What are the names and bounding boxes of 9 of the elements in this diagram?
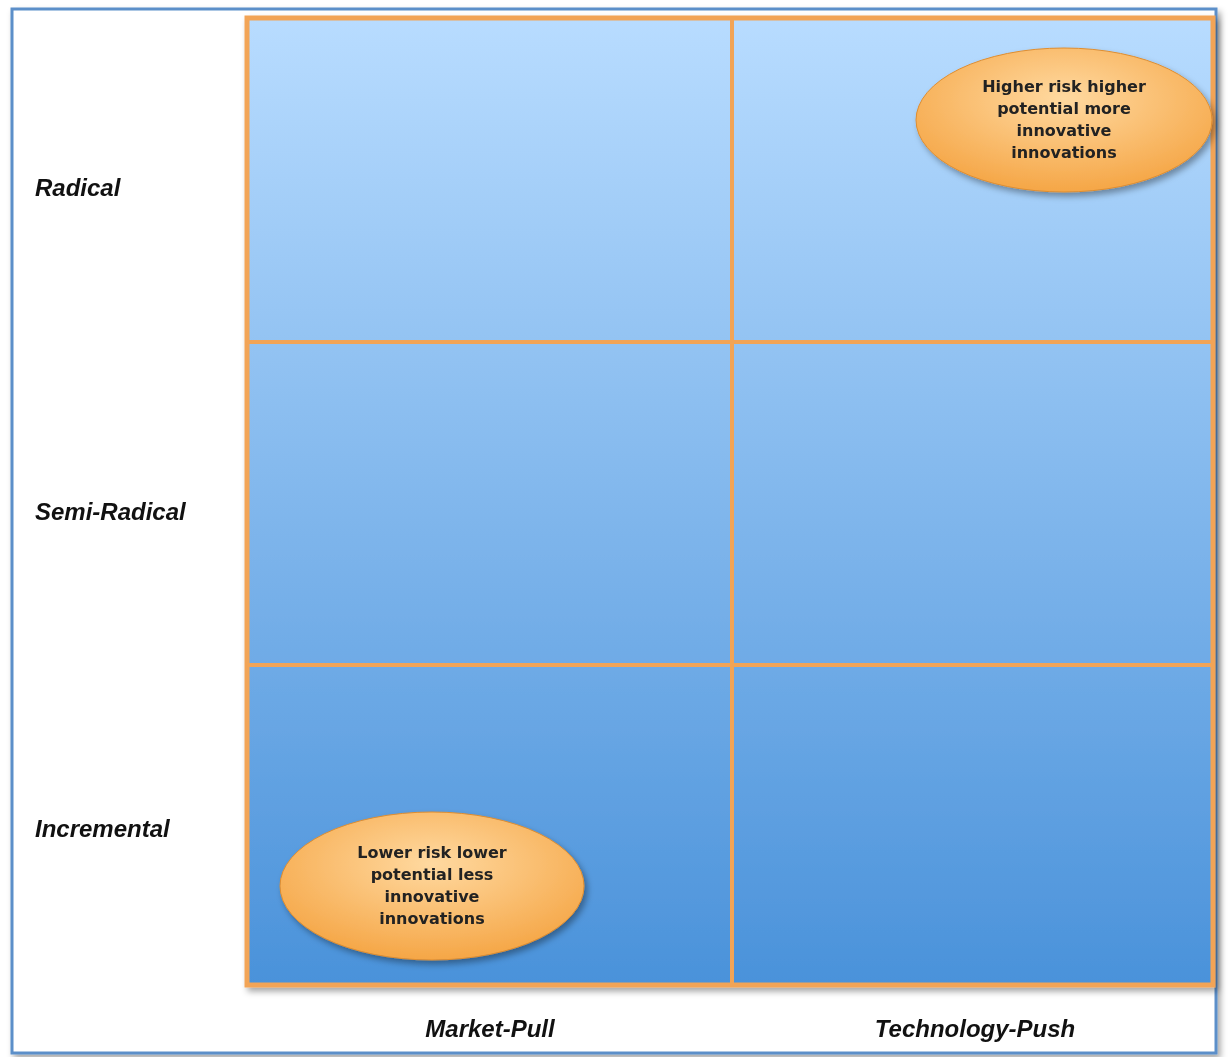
callout-text: Lower risk lower potential less innovative innovations (356, 842, 508, 930)
callout-text: Higher risk higher potential more innovative innovations (981, 76, 1147, 164)
ellipse-callout (276, 808, 588, 964)
ellipse-callout (912, 44, 1216, 196)
row-label: Incremental (35, 815, 170, 843)
row-label: Semi-Radical (35, 498, 186, 526)
column-label: Technology-Push (874, 1015, 1076, 1043)
row-label: Radical (35, 174, 121, 202)
column-label: Market-Pull (425, 1015, 555, 1043)
